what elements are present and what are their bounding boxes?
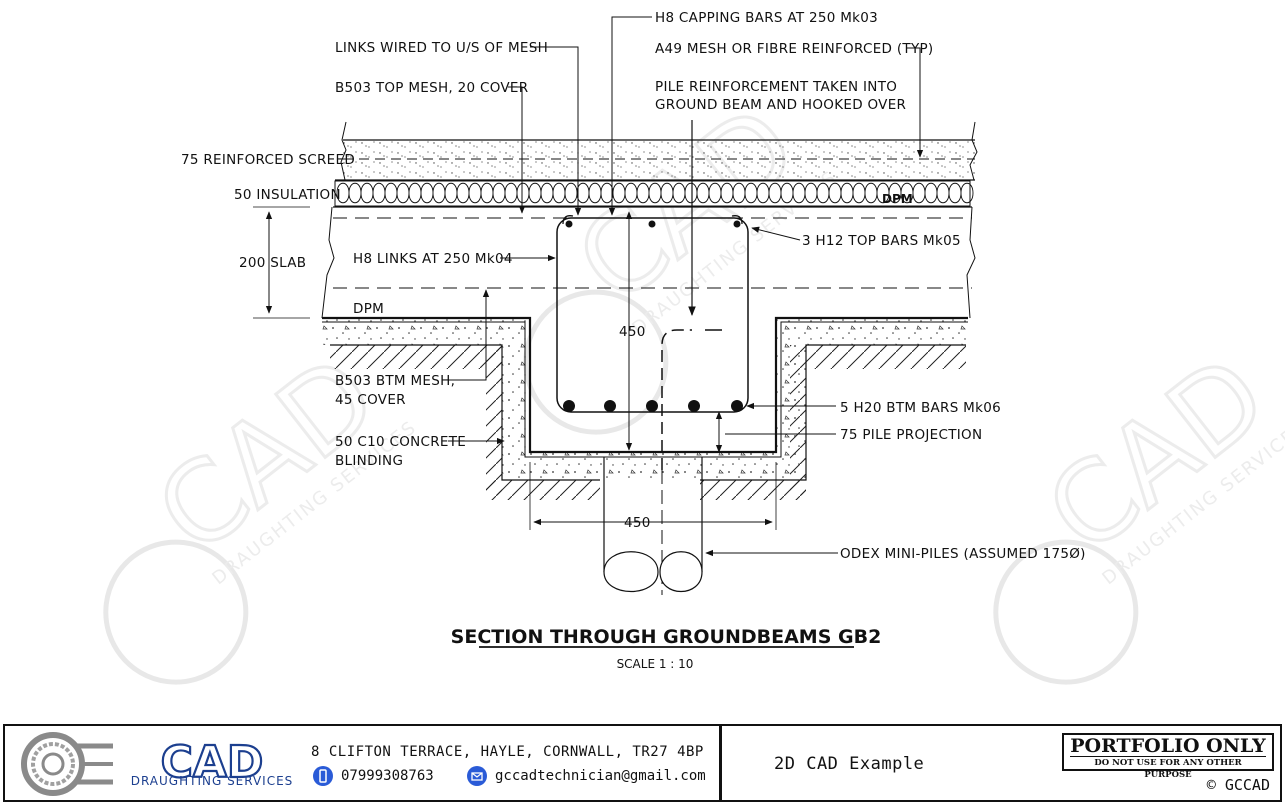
portfolio-stamp: PORTFOLIO ONLY DO NOT USE FOR ANY OTHER … [1062,733,1274,780]
copyright: © GCCAD [1206,776,1270,794]
label-links-wired: LINKS WIRED TO U/S OF MESH [335,40,548,56]
labels: H8 CAPPING BARS AT 250 Mk03 LINKS WIRED … [181,10,1086,562]
example-label: 2D CAD Example [774,754,925,774]
label-pile-projection: 75 PILE PROJECTION [840,427,982,443]
label-top-bars: 3 H12 TOP BARS Mk05 [802,233,961,249]
label-pile-reinf-2: GROUND BEAM AND HOOKED OVER [655,97,906,113]
label-b503-btm-1: B503 BTM MESH, [335,373,455,389]
title-block-info: 2D CAD Example PORTFOLIO ONLY DO NOT USE… [722,726,1280,800]
label-h8-links: H8 LINKS AT 250 Mk04 [353,251,513,267]
mini-piles [603,457,703,595]
dimensions [253,206,777,530]
label-dim-450-vertical: 450 [619,324,646,340]
company-logo-ring-icon [21,732,113,796]
label-blinding-2: BLINDING [335,453,403,469]
label-capping-bars: H8 CAPPING BARS AT 250 Mk03 [655,10,878,26]
reinforcement-cage [556,120,749,470]
company-phone: 07999308763 [313,766,434,786]
label-pile-reinf-1: PILE REINFORCEMENT TAKEN INTO [655,79,897,95]
phone-number[interactable]: 07999308763 [341,768,434,784]
label-blinding-1: 50 C10 CONCRETE [335,434,466,450]
label-mini-piles: ODEX MINI-PILES (ASSUMED 175Ø) [840,546,1086,562]
label-insulation: 50 INSULATION [234,187,341,203]
label-dpm-top: DPM [882,192,913,206]
portfolio-stamp-main: PORTFOLIO ONLY [1070,735,1266,757]
drawing-scale: SCALE 1 : 10 [617,657,694,671]
company-address: 8 CLIFTON TERRACE, HAYLE, CORNWALL, TR27… [311,744,704,760]
company-email: gccadtechnician@gmail.com [467,766,706,786]
label-slab: 200 SLAB [239,255,306,271]
section-drawing: CAD DRAUGHTING SERVICES CAD DRAUGHTING S… [103,10,1285,685]
company-logo-subtitle: DRAUGHTING SERVICES [130,774,294,788]
label-b503-top: B503 TOP MESH, 20 COVER [335,80,528,96]
label-dpm-lower: DPM [353,301,384,317]
slab-layers [321,121,978,319]
label-a49-mesh: A49 MESH OR FIBRE REINFORCED (TYP) [655,41,934,57]
ground-beam [322,316,968,481]
label-b503-btm-2: 45 COVER [335,392,406,408]
drawing-title: SECTION THROUGH GROUNDBEAMS GB2 [451,626,882,648]
label-dim-450-horizontal: 450 [624,515,651,531]
email-icon [467,766,487,786]
svg-text:CAD: CAD [161,737,264,788]
phone-icon [313,766,333,786]
title-block-company: CAD DRAUGHTING SERVICES 8 CLIFTON TERRAC… [5,726,722,800]
title-block: CAD DRAUGHTING SERVICES 8 CLIFTON TERRAC… [3,724,1282,802]
email-address[interactable]: gccadtechnician@gmail.com [495,768,706,784]
label-btm-bars: 5 H20 BTM BARS Mk06 [840,400,1001,416]
company-logo-cad: CAD [159,736,264,788]
leader-lines [442,16,924,557]
label-screed: 75 REINFORCED SCREED [181,152,355,168]
drawing-title-group: SECTION THROUGH GROUNDBEAMS GB2 SCALE 1 … [451,626,882,671]
portfolio-stamp-sub: DO NOT USE FOR ANY OTHER PURPOSE [1070,756,1266,781]
